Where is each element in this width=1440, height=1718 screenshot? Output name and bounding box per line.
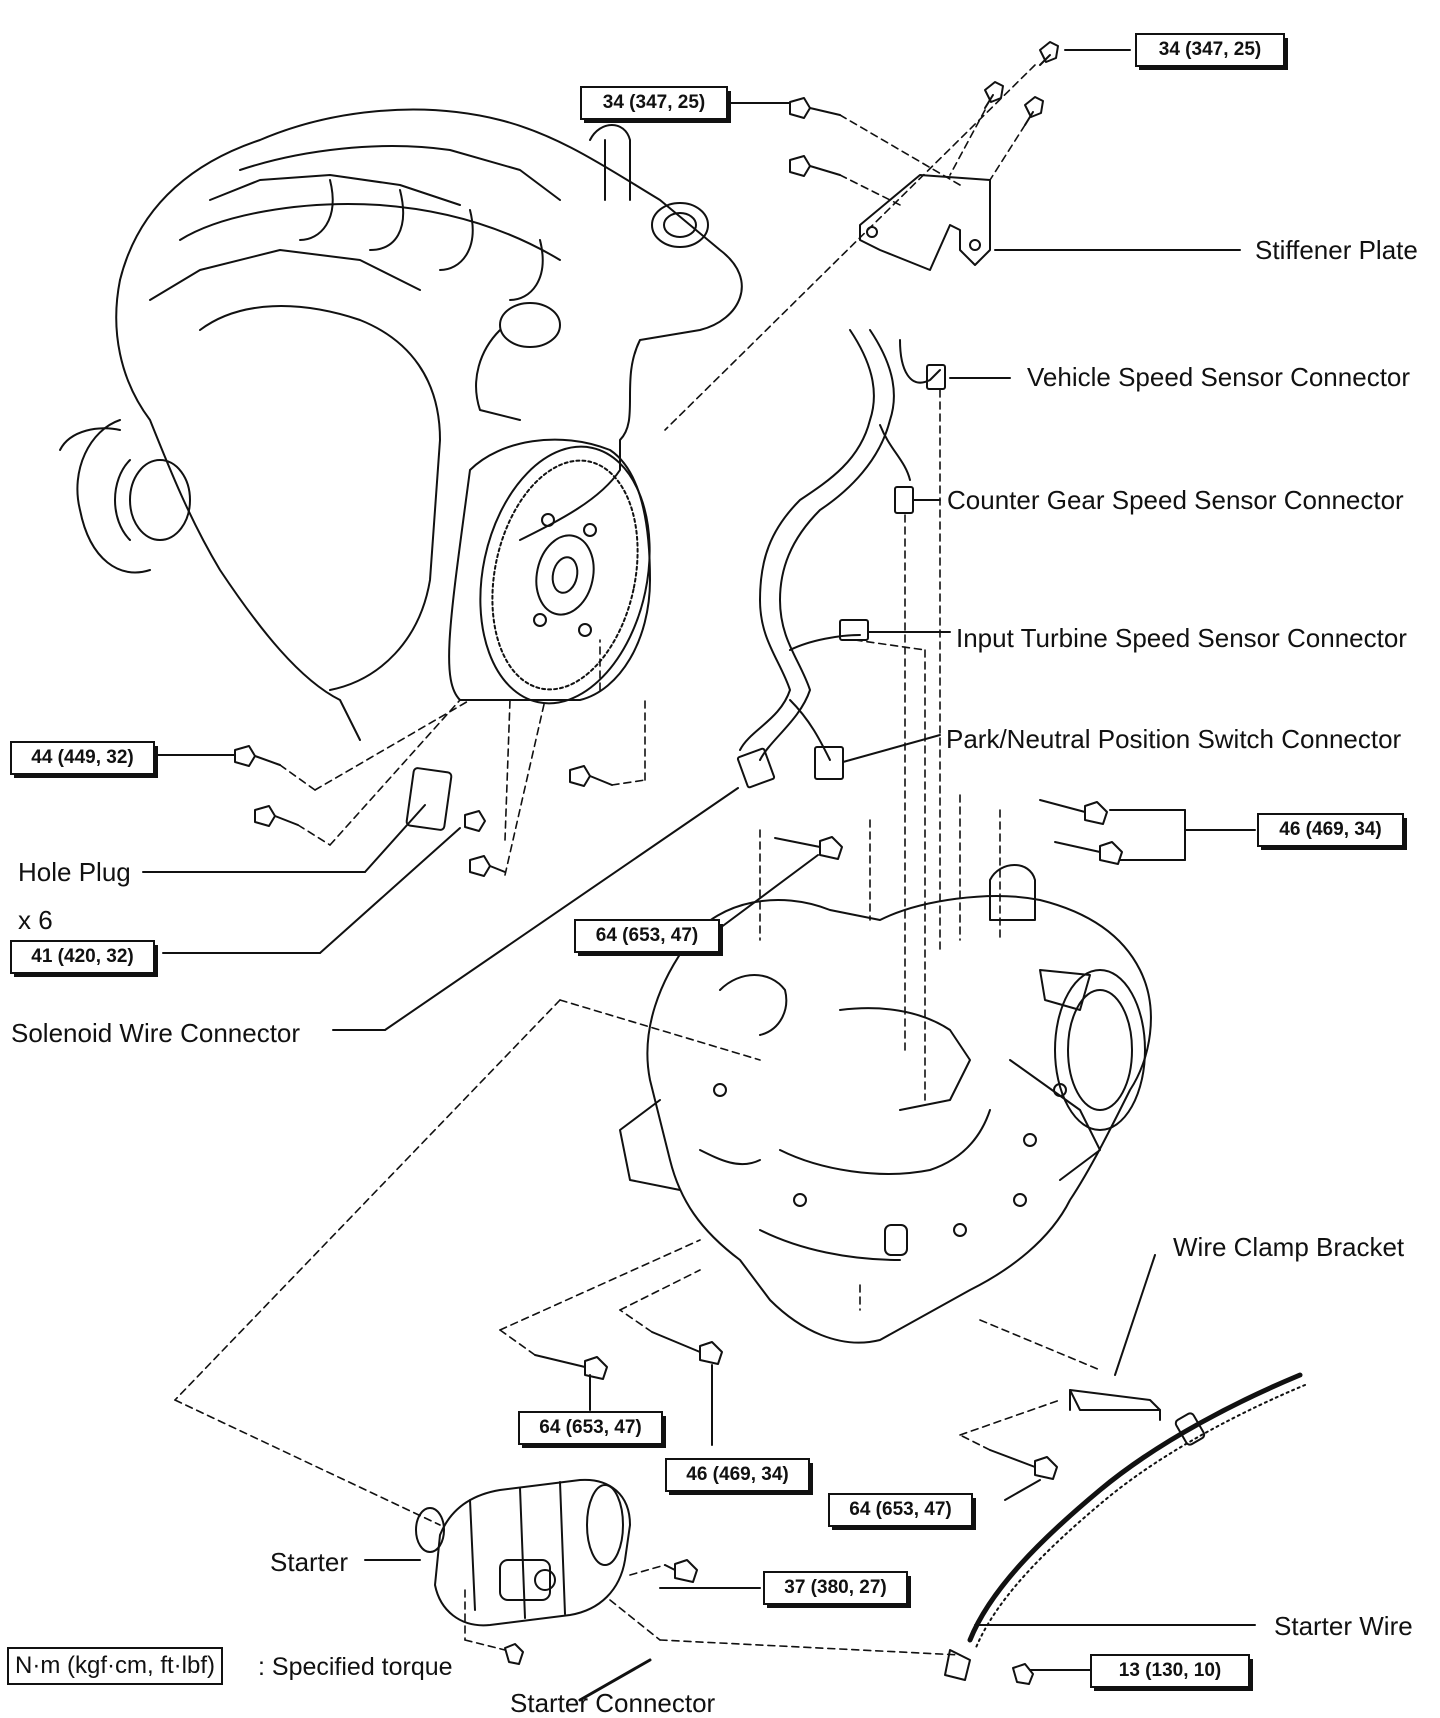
dashed-guide-lines [174, 64, 1101, 1656]
stiffener-plate-drawing [859, 174, 1241, 271]
torque-spec-flywheel-bolt: 41 (420, 32) [10, 940, 158, 977]
counter-gear-speed-sensor-connector-label: Counter Gear Speed Sensor Connector [947, 485, 1404, 515]
torque-spec-transaxle-upper: 46 (469, 34) [1257, 813, 1407, 850]
park-neutral-position-switch-connector-label: Park/Neutral Position Switch Connector [946, 724, 1402, 754]
legend-text: : Specified torque [258, 1653, 453, 1681]
leader-lines [142, 49, 1256, 1671]
torque-spec-starter: 37 (380, 27) [763, 1571, 911, 1608]
hole-plug-drawing [405, 767, 453, 831]
torque-spec-starter-wire: 13 (130, 10) [1090, 1654, 1253, 1691]
vehicle-speed-sensor-connector-label: Vehicle Speed Sensor Connector [1027, 362, 1411, 392]
engine-drawing [59, 108, 743, 741]
x6-label: x 6 [18, 905, 53, 935]
legend-unit-box: N·m (kgf·cm, ft·lbf) [7, 1647, 223, 1685]
starter-drawing [415, 1478, 652, 1702]
starter-connector-label: Starter Connector [510, 1688, 716, 1718]
hole-plug-label: Hole Plug [18, 857, 131, 887]
torque-spec-transaxle-lower-left: 64 (653, 47) [518, 1411, 666, 1448]
starter-label: Starter [270, 1547, 349, 1577]
transaxle-drawing [619, 864, 1152, 1344]
torque-spec-stiffener-top: 34 (347, 25) [1135, 33, 1288, 70]
torque-spec-transaxle-mid: 64 (653, 47) [574, 919, 723, 956]
torque-spec-stiffener-left: 34 (347, 25) [580, 86, 731, 123]
torque-spec-transaxle-lower-mid: 46 (469, 34) [665, 1458, 813, 1495]
bolts [234, 41, 1123, 1685]
starter-wire-drawing [944, 1372, 1306, 1681]
wire-clamp-bracket-label: Wire Clamp Bracket [1173, 1232, 1405, 1262]
torque-spec-clamp-bracket: 64 (653, 47) [828, 1493, 976, 1530]
torque-spec-engine-bolt: 44 (449, 32) [10, 741, 158, 778]
input-turbine-speed-sensor-connector-label: Input Turbine Speed Sensor Connector [956, 623, 1407, 653]
wire-harness-drawing [736, 329, 946, 789]
solenoid-wire-connector-label: Solenoid Wire Connector [11, 1018, 301, 1048]
starter-wire-label: Starter Wire [1274, 1611, 1413, 1641]
stiffener-plate-label: Stiffener Plate [1255, 235, 1418, 265]
